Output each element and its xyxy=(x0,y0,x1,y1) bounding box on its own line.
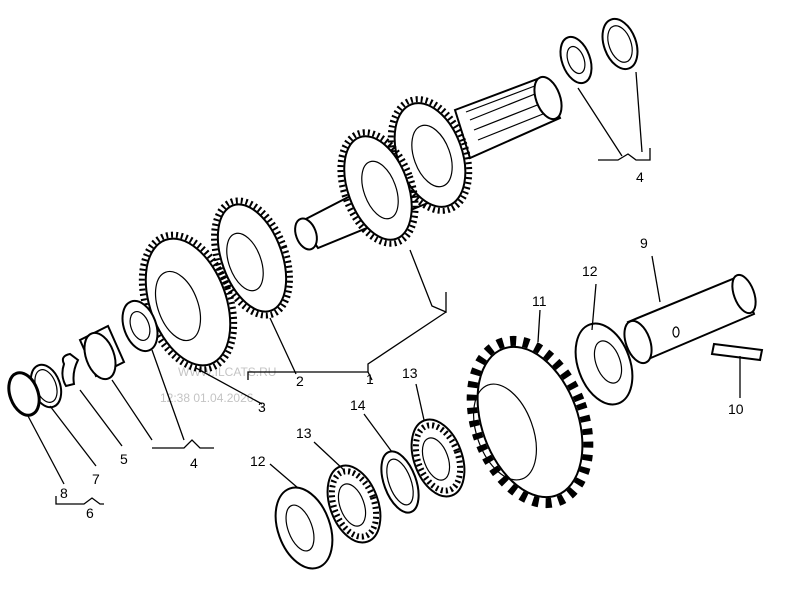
idler-gear-11 xyxy=(466,335,594,509)
idler-gear-bore xyxy=(473,383,537,481)
gear-2-bore xyxy=(226,232,264,292)
roll-pin-10 xyxy=(710,342,764,362)
gear-3-teeth xyxy=(138,231,238,373)
callout-labels: 1 2 3 4 4 5 6 7 8 9 10 11 12 12 13 13 14 xyxy=(60,169,744,521)
thrust-washer-lower xyxy=(274,486,334,570)
watermark-stamp: 12:38 01.04.2026 xyxy=(160,391,254,405)
ring-8 xyxy=(7,371,41,417)
label-12-upper: 12 xyxy=(582,263,598,279)
front-roller-bearing xyxy=(121,299,159,353)
label-4-bottom: 4 xyxy=(190,455,198,471)
label-2: 2 xyxy=(296,373,304,389)
label-4-top: 4 xyxy=(636,169,644,185)
shaft-splines xyxy=(465,83,554,141)
gear-2 xyxy=(211,197,293,319)
spacer-14 xyxy=(380,450,420,514)
label-10: 10 xyxy=(728,401,744,417)
snap-ring-5 xyxy=(61,352,80,388)
label-14: 14 xyxy=(350,397,366,413)
label-13-lower: 13 xyxy=(296,425,312,441)
label-6: 6 xyxy=(86,505,94,521)
splined-shaft xyxy=(453,76,562,160)
front-bearing-set xyxy=(78,299,159,381)
label-11: 11 xyxy=(532,293,547,309)
watermark-site: WWW.ILCATS.RU xyxy=(178,365,276,379)
label-1: 1 xyxy=(366,371,374,387)
main-shaft-assembly xyxy=(294,75,563,251)
rear-roller-bearing xyxy=(559,35,593,85)
label-7: 7 xyxy=(92,471,100,487)
thrust-washer-upper xyxy=(574,322,634,406)
idler-shaft-9 xyxy=(623,273,757,365)
label-13-upper: 13 xyxy=(402,365,418,381)
leader-lines xyxy=(27,71,741,505)
rear-gear-teeth xyxy=(387,96,473,214)
rear-bearing-race xyxy=(601,17,639,71)
label-9: 9 xyxy=(640,235,648,251)
gear-2-teeth xyxy=(211,197,293,319)
rear-gear-hub xyxy=(411,124,453,188)
label-5: 5 xyxy=(120,451,128,467)
label-12-lower: 12 xyxy=(250,453,266,469)
label-8: 8 xyxy=(60,485,68,501)
gear-3-hub xyxy=(154,270,202,342)
rear-bearing-set xyxy=(559,17,639,85)
shaft-front-end xyxy=(294,217,318,251)
label-3: 3 xyxy=(258,399,266,415)
middle-gear-teeth xyxy=(337,129,419,247)
needle-bearing-upper xyxy=(410,418,466,498)
gear-2-body xyxy=(216,203,288,313)
shaft-end-face xyxy=(533,75,563,121)
middle-gear-hub xyxy=(361,160,399,220)
